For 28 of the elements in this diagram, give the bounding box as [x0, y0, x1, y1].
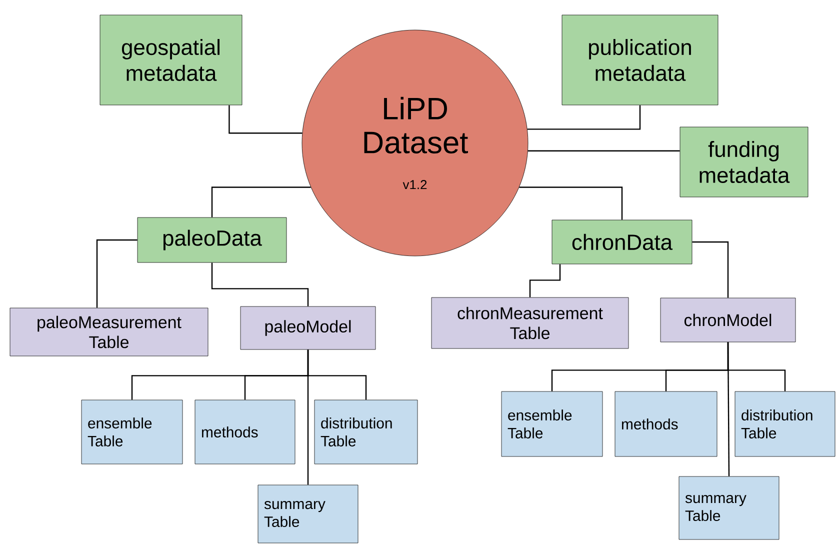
- data-box: publication metadata: [562, 14, 718, 106]
- connector-line: [527, 105, 641, 130]
- table-box: chronModel: [660, 298, 796, 342]
- connector-line: [727, 342, 730, 476]
- data-box: paleoData: [137, 217, 287, 263]
- table-box: paleoMeasurement Table: [10, 308, 208, 356]
- table-box: methods: [614, 391, 718, 457]
- table-box: methods: [194, 400, 296, 464]
- connector-line: [228, 105, 302, 134]
- connector-line: [692, 241, 729, 298]
- connector-line: [529, 264, 561, 298]
- connector-line: [307, 350, 309, 485]
- connector-line: [211, 186, 311, 218]
- table-box: distribution Table: [314, 400, 418, 464]
- table-box: summary Table: [678, 476, 780, 540]
- table-box: paleoModel: [240, 306, 376, 350]
- connector-line: [528, 150, 680, 152]
- table-box: summary Table: [258, 484, 358, 544]
- connector-line: [96, 239, 138, 308]
- data-box: geospatial metadata: [100, 14, 242, 106]
- table-box: ensemble Table: [81, 400, 183, 464]
- data-box: funding metadata: [680, 126, 808, 198]
- table-box: ensemble Table: [501, 391, 603, 457]
- table-box: distribution Table: [734, 391, 836, 457]
- connector-line: [519, 186, 623, 220]
- connector-line: [211, 262, 309, 306]
- data-box: chronData: [552, 220, 692, 264]
- table-box: chronMeasurement Table: [431, 297, 629, 349]
